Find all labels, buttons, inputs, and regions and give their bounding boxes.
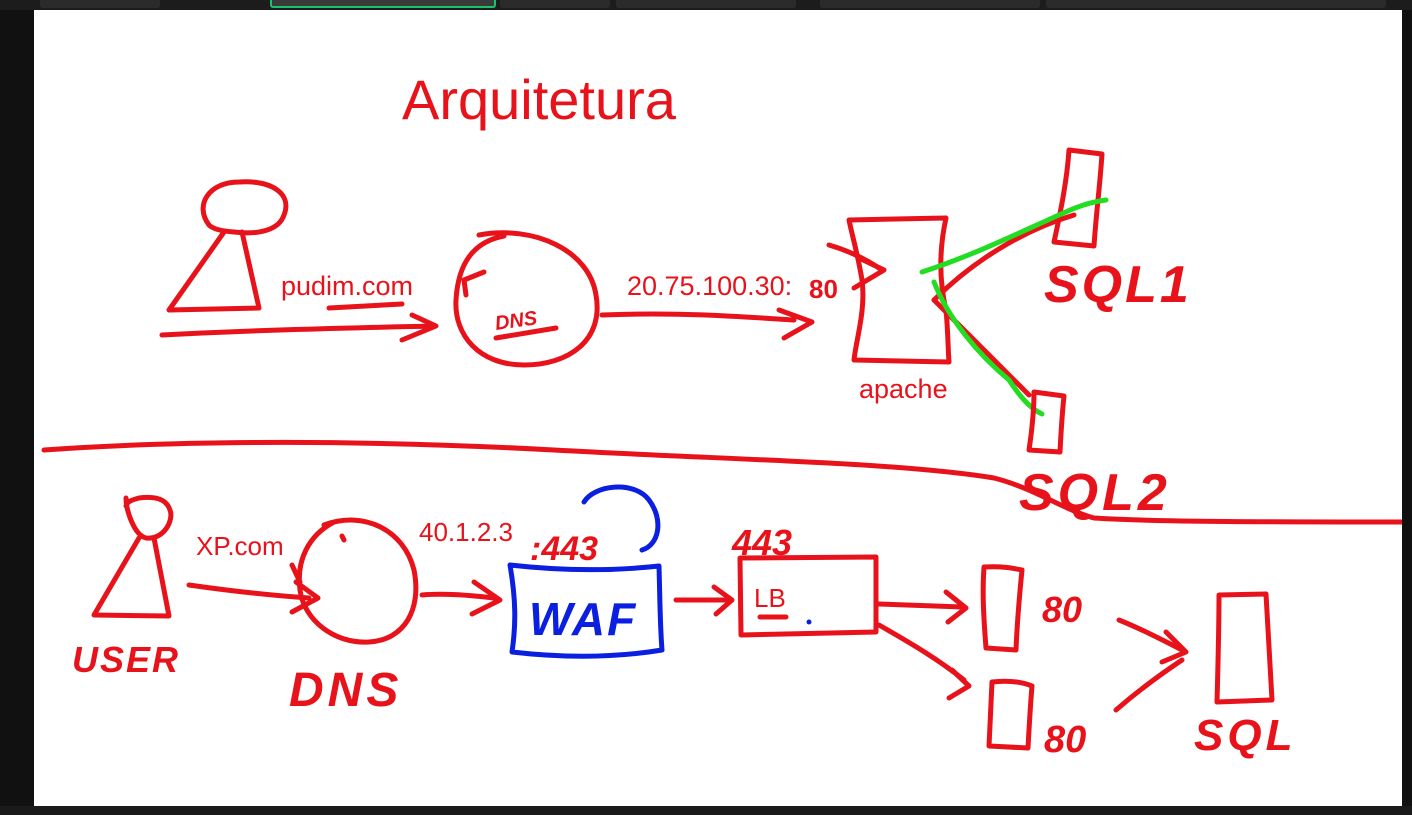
top-port-label: 80 (809, 274, 838, 304)
blue-loop-annotation (581, 484, 661, 553)
server2-box (986, 678, 1035, 751)
bottom-dns-label: DNS (289, 664, 402, 717)
apache-server-box (846, 215, 952, 365)
sql1-db-box (1051, 147, 1105, 249)
green-link-sql2 (931, 279, 1045, 417)
top-link-apache-sql1 (931, 212, 1077, 303)
top-arrow-dns-apache (599, 307, 815, 341)
bottom-ip-label: 40.1.2.3 (419, 517, 513, 547)
top-link-apache-sql2 (931, 297, 1032, 398)
lb-box (737, 554, 879, 638)
top-user-icon (166, 179, 289, 313)
underline-pudim (326, 301, 405, 311)
bottom-user-icon (91, 494, 174, 619)
bottom-arrow-lb-server2 (876, 622, 972, 701)
waf-box (507, 562, 665, 659)
top-ip-label: 20.75.100.30: (627, 271, 793, 301)
top-server-label: apache (859, 374, 948, 404)
bottom-arrow-server1-sql (1116, 617, 1189, 665)
bottom-bar (0, 806, 1412, 815)
tab[interactable] (40, 0, 160, 8)
top-dns-node (453, 230, 600, 368)
sql2-db-box (1026, 389, 1067, 455)
top-arrow-user-dns (159, 312, 439, 343)
server1-port-label: 80 (1042, 589, 1082, 630)
tab-active[interactable] (270, 0, 496, 8)
sql-label: SQL (1194, 711, 1296, 760)
bottom-dns-node (296, 517, 419, 645)
lb-label: LB (754, 583, 786, 613)
section-divider (41, 439, 1402, 525)
top-request-label: pudim.com (281, 271, 414, 301)
sql2-label: SQL2 (1019, 464, 1171, 522)
diagram-drawing: DNS 80 SQL1 SQL2 USER DNS :443 (41, 147, 1402, 761)
diagram-title: Arquitetura (402, 68, 676, 131)
bottom-port-label: :443 (530, 530, 598, 568)
green-link-sql1 (919, 197, 1109, 275)
tab[interactable] (820, 0, 1040, 8)
sql1-label: SQL1 (1044, 256, 1192, 314)
waf-label: WAF (529, 593, 637, 645)
bottom-arrow-server2-sql (1113, 657, 1185, 713)
server2-port-label: 80 (1044, 719, 1086, 761)
tab[interactable] (1046, 0, 1386, 8)
bottom-request-label: XP.com (196, 531, 284, 561)
sql-db-box (1214, 591, 1275, 705)
server1-box (980, 564, 1025, 653)
whiteboard[interactable]: Arquitetura pudim.com 20.75.100.30: apac… (34, 10, 1402, 806)
bottom-arrow-waf-lb (673, 584, 735, 617)
bottom-arrow-dns-waf (419, 579, 503, 617)
meeting-tabs-bar (0, 0, 1412, 10)
tab[interactable] (616, 0, 796, 8)
tab[interactable] (500, 0, 610, 8)
bottom-arrow-lb-server1 (876, 589, 969, 625)
bottom-user-label: USER (72, 639, 180, 680)
lb-blue-dot (806, 619, 812, 625)
